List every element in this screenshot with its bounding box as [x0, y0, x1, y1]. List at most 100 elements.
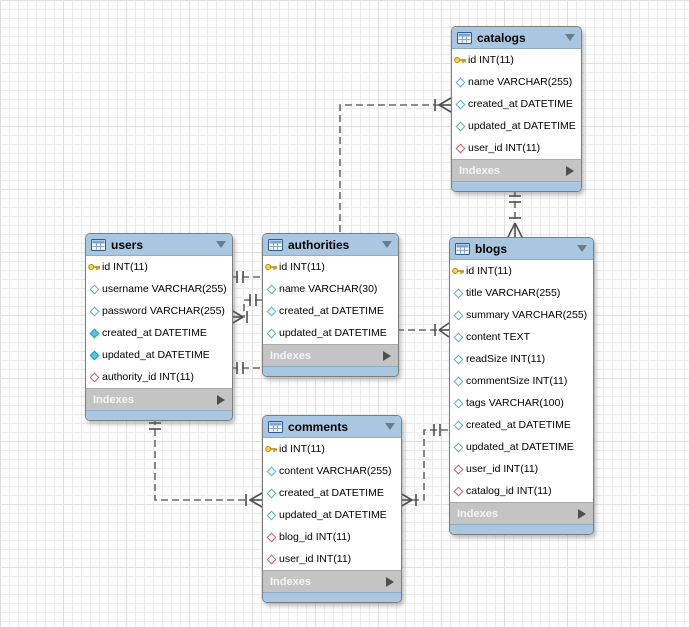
relationship-authorities-users[interactable]	[230, 294, 262, 325]
relationship-users-catalogs[interactable]	[231, 97, 452, 283]
indexes-bar[interactable]: Indexes	[263, 344, 398, 366]
column-row: content VARCHAR(255)	[263, 460, 401, 482]
relationship-line[interactable]	[154, 418, 250, 501]
relationship-catalogs-blogs[interactable]	[507, 190, 523, 238]
collapse-arrow-icon[interactable]	[385, 423, 395, 430]
indexes-bar[interactable]: Indexes	[86, 388, 232, 410]
column-label: id INT(11)	[102, 261, 148, 273]
table-columns: id INT(11)title VARCHAR(255)summary VARC…	[450, 260, 593, 502]
table-header-comments[interactable]: comments	[263, 416, 401, 438]
collapse-arrow-icon[interactable]	[216, 241, 226, 248]
column-row: created_at DATETIME	[263, 300, 398, 322]
column-row: user_id INT(11)	[452, 137, 581, 159]
relationship-line[interactable]	[243, 299, 262, 318]
column-label: name VARCHAR(30)	[279, 283, 378, 295]
column-icon	[266, 466, 276, 476]
expand-arrow-icon[interactable]	[383, 350, 391, 361]
column-label: created_at DATETIME	[102, 327, 207, 339]
primary-key-icon	[87, 264, 100, 270]
column-row: content TEXT	[450, 326, 593, 348]
column-icon	[89, 306, 99, 316]
column-row: catalog_id INT(11)	[450, 480, 593, 502]
column-row: title VARCHAR(255)	[450, 282, 593, 304]
column-label: updated_at DATETIME	[279, 509, 387, 521]
column-row: tags VARCHAR(100)	[450, 392, 593, 414]
column-icon	[453, 376, 463, 386]
column-label: catalog_id INT(11)	[466, 485, 552, 497]
column-label: updated_at DATETIME	[102, 349, 210, 361]
table-icon	[268, 238, 283, 251]
primary-key-icon	[453, 57, 466, 63]
indexes-bar[interactable]: Indexes	[263, 570, 401, 592]
table-title: authorities	[288, 237, 350, 252]
relationship-users-comments[interactable]	[149, 418, 263, 508]
relationship-authorities-blogs[interactable]	[397, 322, 450, 338]
column-row: id INT(11)	[86, 256, 232, 278]
table-header-catalogs[interactable]: catalogs	[452, 27, 581, 49]
column-label: summary VARCHAR(255)	[466, 309, 588, 321]
table-header-blogs[interactable]: blogs	[450, 238, 593, 260]
indexes-label: Indexes	[93, 393, 134, 406]
column-label: updated_at DATETIME	[468, 120, 576, 132]
expand-arrow-icon[interactable]	[578, 508, 586, 519]
collapse-arrow-icon[interactable]	[565, 34, 575, 41]
relationship-blogs-comments[interactable]	[399, 424, 449, 508]
relationship-users-authorities-lower[interactable]	[231, 362, 265, 374]
column-label: id INT(11)	[279, 261, 325, 273]
column-row: blog_id INT(11)	[263, 526, 401, 548]
column-icon	[453, 310, 463, 320]
column-icon	[266, 306, 276, 316]
column-row: name VARCHAR(255)	[452, 71, 581, 93]
indexes-label: Indexes	[459, 164, 500, 177]
foreign-key-column-icon	[89, 372, 99, 382]
notnull-column-icon	[89, 328, 99, 338]
expand-arrow-icon[interactable]	[386, 576, 394, 587]
table-users[interactable]: users id INT(11)username VARCHAR(255)pass…	[85, 233, 233, 421]
column-label: password VARCHAR(255)	[102, 305, 225, 317]
foreign-key-column-icon	[266, 554, 276, 564]
relationship-line[interactable]	[412, 429, 449, 501]
indexes-bar[interactable]: Indexes	[452, 159, 581, 181]
column-label: user_id INT(11)	[466, 463, 539, 475]
column-label: updated_at DATETIME	[279, 327, 387, 339]
column-label: id INT(11)	[468, 54, 514, 66]
column-label: user_id INT(11)	[468, 142, 541, 154]
expand-arrow-icon[interactable]	[566, 165, 574, 176]
expand-arrow-icon[interactable]	[217, 394, 225, 405]
column-row: created_at DATETIME	[450, 414, 593, 436]
column-label: title VARCHAR(255)	[466, 287, 561, 299]
table-header-users[interactable]: users	[86, 234, 232, 256]
collapse-arrow-icon[interactable]	[382, 241, 392, 248]
table-header-authorities[interactable]: authorities	[263, 234, 398, 256]
table-icon	[91, 238, 106, 251]
column-row: authority_id INT(11)	[86, 366, 232, 388]
column-icon	[266, 488, 276, 498]
table-icon	[455, 242, 470, 255]
column-row: summary VARCHAR(255)	[450, 304, 593, 326]
column-label: id INT(11)	[279, 443, 325, 455]
table-title: users	[111, 237, 144, 252]
column-label: user_id INT(11)	[279, 553, 352, 565]
foreign-key-column-icon	[453, 486, 463, 496]
collapse-arrow-icon[interactable]	[577, 245, 587, 252]
column-row: id INT(11)	[263, 438, 401, 460]
indexes-label: Indexes	[270, 575, 311, 588]
table-authorities[interactable]: authorities id INT(11) name VARCHAR(30) cre…	[262, 233, 399, 377]
table-bottom-strip	[263, 592, 401, 602]
column-label: tags VARCHAR(100)	[466, 397, 564, 409]
column-icon	[453, 442, 463, 452]
table-columns: id INT(11)username VARCHAR(255)password …	[86, 256, 232, 388]
column-icon	[455, 77, 465, 87]
relationship-line[interactable]	[231, 104, 439, 278]
table-bottom-strip	[450, 524, 593, 534]
column-row: updated_at DATETIME	[263, 322, 398, 344]
table-bottom-strip	[452, 181, 581, 191]
indexes-bar[interactable]: Indexes	[450, 502, 593, 524]
column-row: updated_at DATETIME	[86, 344, 232, 366]
column-icon	[455, 121, 465, 131]
